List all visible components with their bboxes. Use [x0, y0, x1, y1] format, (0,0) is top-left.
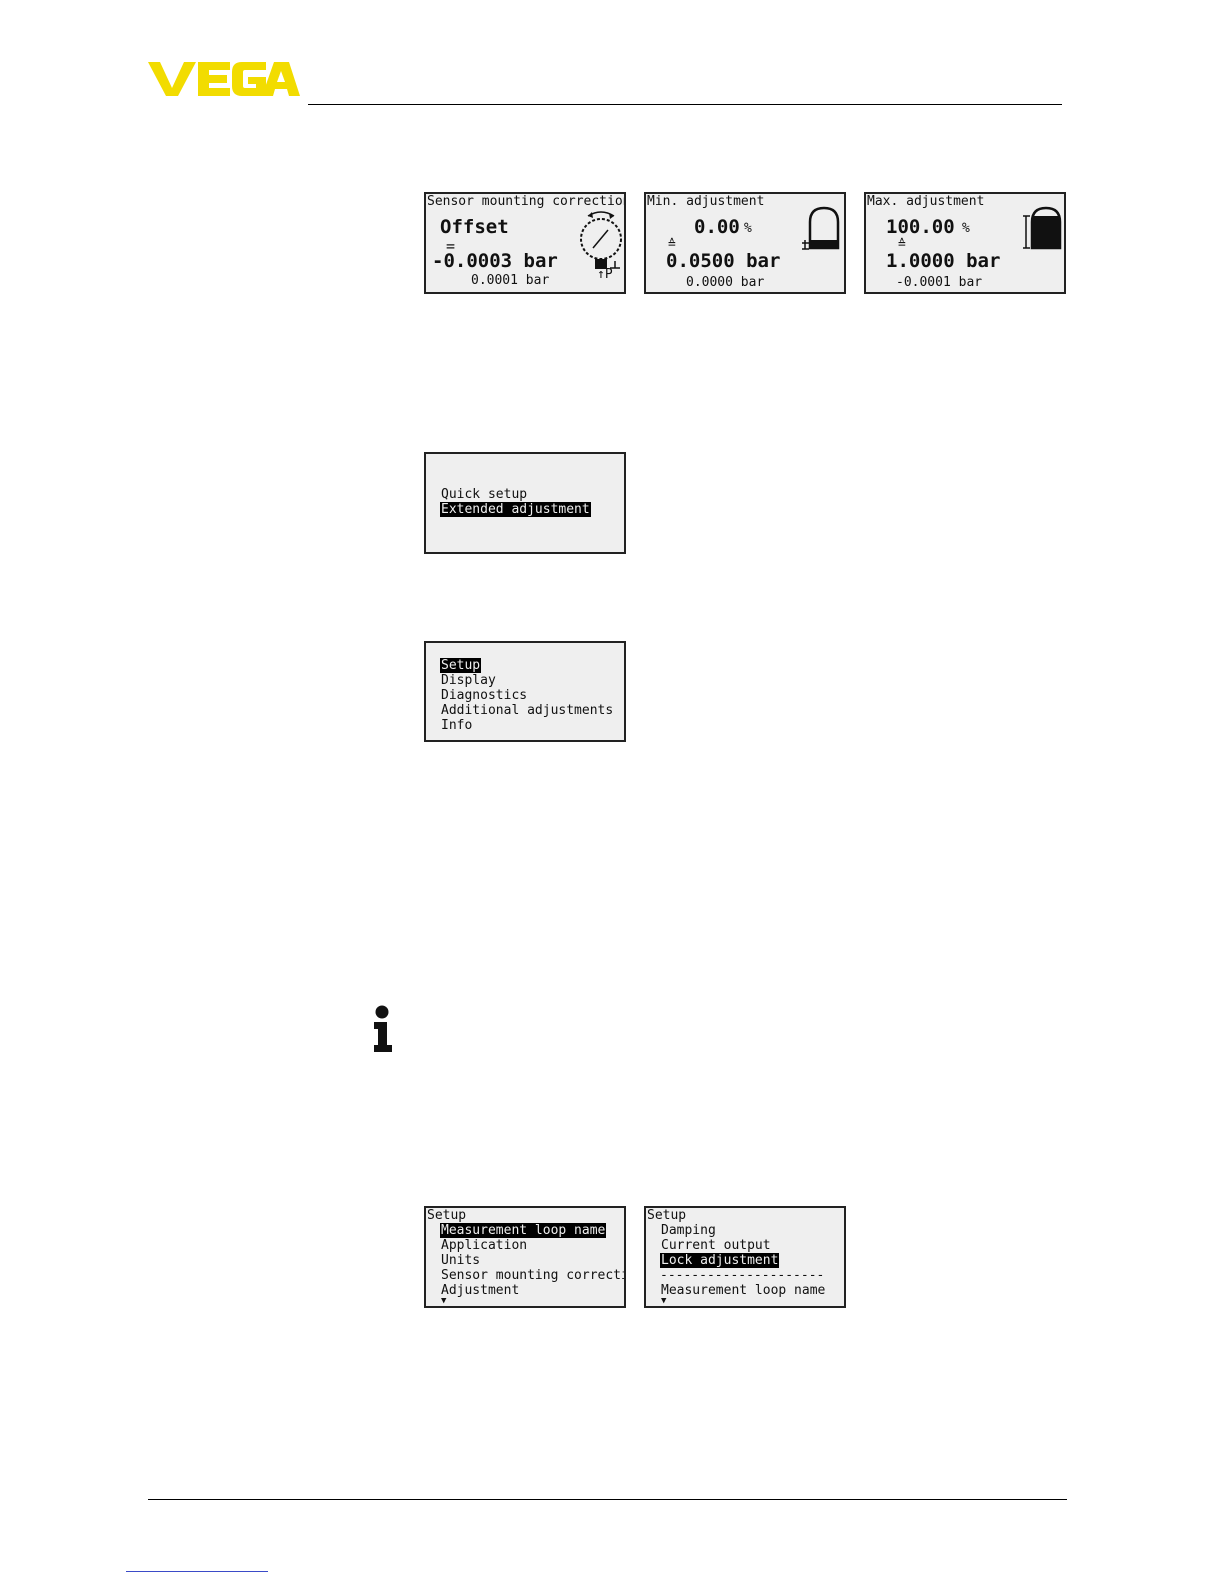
menu-item-label: Damping — [661, 1223, 716, 1238]
max-percent-unit: % — [962, 221, 970, 236]
menu-item-label: Display — [441, 673, 496, 688]
footer-rule — [148, 1499, 1067, 1500]
menu-item-label: Sensor mounting correction — [441, 1268, 626, 1283]
offset-label: Offset — [440, 216, 509, 238]
corresponds-sign: ≙ — [898, 237, 906, 252]
lcd-sensor-mounting-correction: Sensor mounting correction Offset = -0.0… — [424, 192, 626, 294]
pressure-gauge-icon — [580, 211, 622, 269]
menu-item-label: Diagnostics — [441, 688, 528, 703]
min-percent-value: 0.00 — [694, 216, 740, 238]
vessel-max-level-icon — [1023, 206, 1062, 250]
corresponds-sign: ≙ — [668, 237, 676, 252]
min-percent-unit: % — [744, 221, 752, 236]
max-pressure-value: 1.0000 bar — [886, 250, 1001, 272]
menu-item-label: Units — [441, 1253, 481, 1268]
lcd-title: Sensor mounting correction — [427, 194, 626, 209]
menu-item-label: Current output — [661, 1238, 771, 1253]
menu-item[interactable]: Lock adjustment — [660, 1253, 780, 1268]
lcd-max-adjustment: Max. adjustment 100.00 % ≙ 1.0000 bar -0… — [864, 192, 1066, 294]
menu-item-label: Measurement loop name — [440, 1223, 607, 1238]
menu-item[interactable]: Quick setup — [440, 487, 591, 502]
lcd-start-menu: Quick setup Extended adjustment — [424, 452, 626, 554]
start-menu-list: Quick setup Extended adjustment — [440, 487, 591, 517]
menu-item-label: Application — [441, 1238, 528, 1253]
max-sub-value: -0.0001 bar — [896, 275, 983, 290]
vessel-min-level-icon — [802, 206, 840, 250]
menu-item-label[interactable]: Measurement loop name — [661, 1283, 826, 1298]
max-percent-value: 100.00 — [886, 216, 955, 238]
offset-value: -0.0003 bar — [432, 250, 558, 272]
lcd-main-menu: Setup Display Diagnostics Additional adj… — [424, 641, 626, 742]
scroll-down-icon: ▼ — [441, 1296, 447, 1306]
footer-link-underline[interactable] — [126, 1571, 268, 1572]
lcd-title: Setup — [427, 1208, 467, 1223]
menu-item[interactable]: Additional adjustments — [440, 703, 614, 718]
menu-item-label: Adjustment — [441, 1283, 520, 1298]
menu-item[interactable]: Sensor mounting correction — [440, 1268, 626, 1283]
menu-item[interactable]: Application — [440, 1238, 624, 1253]
menu-item-label: Info — [441, 718, 473, 733]
menu-item[interactable]: Setup — [440, 658, 614, 673]
header-rule — [308, 104, 1062, 105]
menu-item[interactable]: Adjustment — [440, 1283, 624, 1298]
menu-item[interactable]: Extended adjustment — [440, 502, 591, 517]
menu-item-label: Setup — [440, 658, 482, 673]
pressure-label: ↑P — [597, 267, 613, 282]
min-pressure-value: 0.0500 bar — [666, 250, 781, 272]
offset-sub-value: 0.0001 bar — [471, 273, 550, 288]
lcd-title: Setup — [647, 1208, 687, 1223]
menu-separator: --------------------- — [660, 1268, 825, 1283]
vega-logo — [148, 62, 300, 96]
lcd-setup-menu-1: Setup Measurement loop name Application … — [424, 1206, 626, 1308]
menu-item[interactable]: Units — [440, 1253, 624, 1268]
scroll-down-icon: ▼ — [661, 1296, 667, 1306]
main-menu-list: Setup Display Diagnostics Additional adj… — [440, 658, 614, 733]
lcd-setup-menu-2: Setup Damping Current output Lock adjust… — [644, 1206, 846, 1308]
equals-sign: = — [446, 237, 456, 255]
menu-item[interactable]: Display — [440, 673, 614, 688]
menu-item[interactable]: Current output — [660, 1238, 779, 1253]
setup-menu-list: Damping Current output Lock adjustment — [660, 1223, 780, 1268]
menu-item[interactable]: Info — [440, 718, 614, 733]
info-icon — [374, 1005, 392, 1052]
lcd-title: Min. adjustment — [647, 194, 765, 209]
menu-item[interactable]: Diagnostics — [440, 688, 614, 703]
setup-menu-list: Measurement loop name Application Units … — [440, 1223, 626, 1298]
menu-item-label: Lock adjustment — [660, 1253, 780, 1268]
menu-item-label: Extended adjustment — [440, 502, 591, 517]
lcd-min-adjustment: Min. adjustment 0.00 % ≙ 0.0500 bar 0.00… — [644, 192, 846, 294]
menu-item-label: Quick setup — [441, 487, 528, 502]
menu-item[interactable]: Damping — [660, 1223, 779, 1238]
min-sub-value: 0.0000 bar — [686, 275, 765, 290]
menu-item-label: Additional adjustments — [441, 703, 614, 718]
lcd-title: Max. adjustment — [867, 194, 985, 209]
menu-item[interactable]: Measurement loop name — [440, 1223, 624, 1238]
